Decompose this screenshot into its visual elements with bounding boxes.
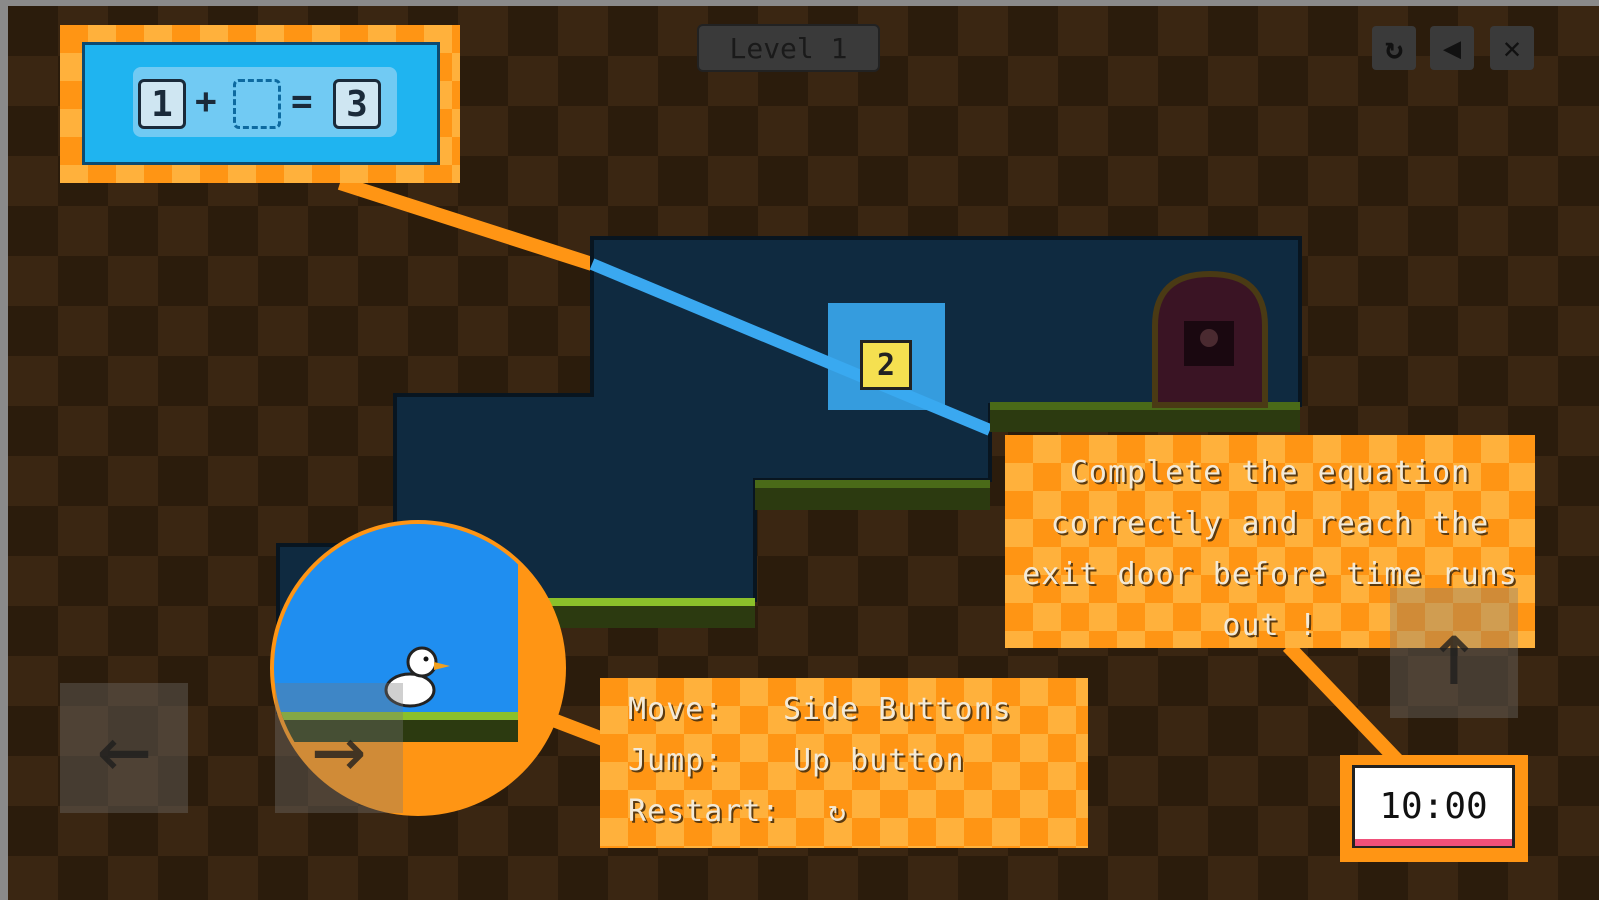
- equals-sign: =: [291, 81, 313, 122]
- game-stage: 2 1 + = 3 Level 1 ↻ ◀ ✕ Complete the equ…: [8, 6, 1599, 900]
- restart-icon: ↻: [1384, 30, 1404, 66]
- close-icon: ✕: [1502, 30, 1522, 66]
- timer-bar: [1355, 839, 1512, 846]
- sound-button[interactable]: ◀: [1430, 26, 1474, 70]
- instruction-label: Jump:: [628, 743, 724, 778]
- plus-sign: +: [195, 81, 217, 122]
- connector-line: [1282, 641, 1404, 766]
- arrow-left-icon: ←: [96, 695, 152, 801]
- number-block[interactable]: 2: [860, 340, 912, 390]
- level-scene: [270, 176, 1404, 816]
- jump-button[interactable]: ↑: [1390, 588, 1518, 718]
- timer: 10:00: [1352, 765, 1515, 848]
- level-label: Level 1: [697, 24, 880, 72]
- restart-button[interactable]: ↻: [1372, 26, 1416, 70]
- arrow-right-icon: →: [311, 695, 367, 801]
- instruction-jump: Jump: Up button: [628, 743, 1060, 794]
- connector-line: [337, 176, 595, 271]
- instructions-box: Move: Side Buttons Jump: Up button Resta…: [600, 678, 1088, 848]
- instruction-move: Move: Side Buttons: [628, 692, 1060, 743]
- arrow-up-icon: ↑: [1426, 600, 1482, 706]
- equation-empty-slot[interactable]: [233, 79, 281, 129]
- close-button[interactable]: ✕: [1490, 26, 1534, 70]
- equation-tile-left: 1: [138, 79, 186, 129]
- move-right-button[interactable]: →: [275, 683, 403, 813]
- duck-player: [384, 646, 450, 708]
- instruction-value: Up button: [793, 743, 965, 778]
- move-left-button[interactable]: ←: [60, 683, 188, 813]
- restart-icon: ↻: [828, 794, 848, 829]
- equation-tile-right: 3: [333, 79, 381, 129]
- instruction-label: Move:: [628, 692, 724, 727]
- timer-frame: 10:00: [1340, 755, 1528, 862]
- tip-box: Complete the equation correctly and reac…: [1005, 435, 1535, 648]
- connector-line: [545, 711, 611, 748]
- instruction-label: Restart:: [628, 794, 781, 829]
- instruction-value: Side Buttons: [783, 692, 1012, 727]
- instruction-restart: Restart: ↻: [628, 794, 1060, 845]
- equation-panel: 1 + = 3: [60, 25, 460, 183]
- speaker-icon: ◀: [1442, 30, 1462, 66]
- equation-box: 1 + = 3: [82, 42, 440, 165]
